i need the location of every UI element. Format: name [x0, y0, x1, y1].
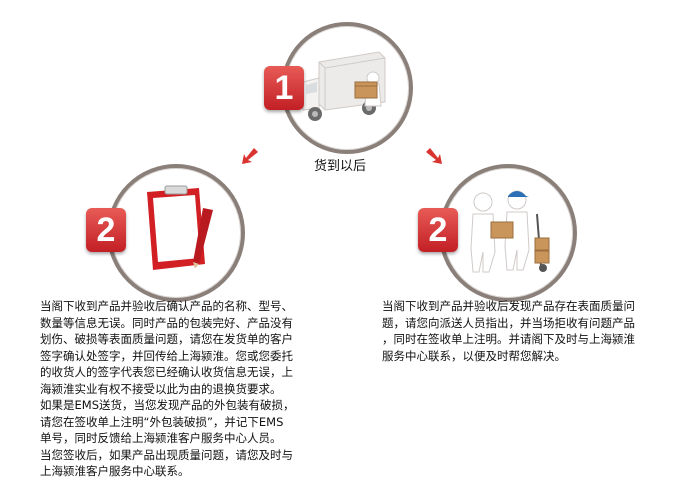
step-left-paragraph-1: 当阁下收到产品并验收后确认产品的名称、型号、 数量等信息无误。同时产品的包装完好… — [40, 299, 293, 396]
step-right-description: 当阁下收到产品并验收后发现产品存在表面质量问 题，请您向派送人员指出，并当场拒收… — [382, 298, 677, 364]
step-badge-2-right: 2 — [418, 208, 458, 252]
step-left-description: 当阁下收到产品并验收后确认产品的名称、型号、 数量等信息无误。同时产品的包装完好… — [40, 298, 340, 480]
step-left-paragraph-3: 当您签收后，如果产品出现质量问题，请您及时与 上海颍淮客户服务中心联系。 — [40, 447, 293, 479]
courier-handover-icon — [470, 190, 550, 273]
step-top-circle — [281, 22, 413, 154]
step-badge-2-left: 2 — [86, 208, 126, 252]
delivery-truck-icon — [302, 51, 386, 121]
step-badge-1: 1 — [264, 66, 304, 110]
step-left-circle — [107, 164, 245, 302]
arrow-down-left-icon — [242, 148, 258, 164]
step-top-caption: 货到以后 — [314, 159, 367, 174]
arrow-down-right-icon — [426, 148, 442, 164]
step-right-circle — [439, 164, 577, 302]
clipboard-pen-icon — [147, 185, 213, 270]
step-left-paragraph-2: 如果是EMS送货，当您发现产品的外包装有破损， 请您在签收单上注明“外包装破损”… — [40, 398, 295, 445]
step-right-paragraph-1: 当阁下收到产品并验收后发现产品存在表面质量问 题，请您向派送人员指出，并当场拒收… — [382, 299, 635, 363]
